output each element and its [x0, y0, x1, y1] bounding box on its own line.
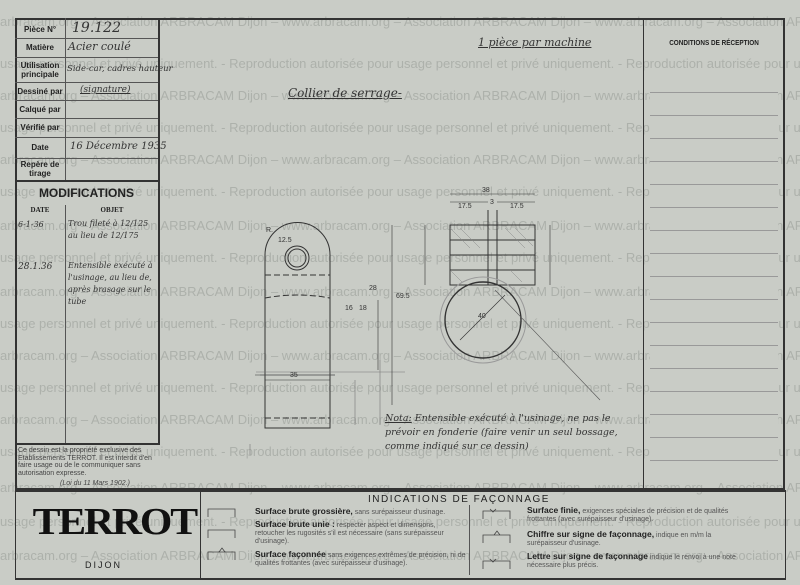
mod-objet: Trou fileté à 12/125 au lieu de 12/175: [68, 219, 149, 240]
label-utilisation: Utilisation principale: [20, 60, 60, 79]
conditions-lines: [650, 70, 778, 480]
finish-symbol-icons: [482, 508, 511, 569]
value-piece-no: 19.122: [72, 20, 121, 36]
drawing-frame: [15, 18, 785, 490]
side-view-outline: [264, 222, 331, 429]
dim-half-right: 17.5: [510, 203, 524, 210]
value-date: 16 Décembre 1935: [70, 141, 167, 152]
technical-drawing: 35 R. 12.5 16 18 28 69.5 38 17.5 17.5 3 …: [249, 187, 601, 455]
brand-city: DIJON: [85, 560, 122, 570]
label-matiere: Matière: [25, 43, 54, 52]
conditions-title: CONDITIONS DE RÉCEPTION: [669, 38, 759, 47]
indication-item: Surface brute grossière, sans surépaisse…: [255, 506, 446, 516]
col-objet: OBJET: [100, 206, 124, 214]
label-piece-no: Pièce N°: [23, 24, 57, 34]
part-title: Collier de serrage-: [288, 86, 402, 100]
terrot-logo: TERROT: [32, 501, 199, 543]
legal-notice: Ce dessin est la propriété exclusive des…: [18, 447, 152, 477]
label-calque: Calqué par: [19, 104, 61, 114]
drawing-note: Nota: Entensible exécuté à l'usinage, ne…: [385, 413, 618, 452]
label-date: Date: [31, 143, 49, 152]
label-repere: Repère de tirage: [20, 160, 60, 178]
indications-title: INDICATIONS DE FAÇONNAGE: [368, 494, 550, 505]
value-utilisation: Side-car, cadres hauteur: [67, 64, 173, 74]
legal-law: (Loi du 11 Mars 1902.): [60, 480, 130, 487]
dim-half-left: 17.5: [458, 203, 472, 210]
dim-slot: 3: [490, 199, 494, 206]
label-dessine: Dessiné par: [17, 86, 63, 96]
col-date: DATE: [30, 206, 50, 214]
dim-diameter: 40: [478, 313, 486, 320]
label-verifie: Vérifié par: [20, 123, 60, 132]
quantity-note: 1 pièce par machine: [478, 36, 592, 49]
surface-symbol-icons: [207, 508, 236, 560]
dim-h1: 16: [345, 305, 353, 312]
indication-item: Surface brute unie : respecter aspect et…: [255, 519, 444, 545]
mod-objet: Entensible exécuté à l'usinage, au lieu …: [68, 261, 153, 306]
dim-bore: 12.5: [278, 237, 292, 244]
value-matiere: Acier coulé: [68, 40, 131, 53]
dim-radius: R.: [266, 227, 273, 234]
dim-top-width: 38: [482, 187, 490, 194]
signature: (signature): [80, 85, 131, 95]
indication-item: Lettre sur signe de façonnage indique le…: [527, 551, 736, 569]
dim-h3: 28: [369, 285, 377, 292]
dim-total: 69.5: [396, 293, 410, 300]
dim-h2: 18: [359, 305, 367, 312]
indication-item: Chiffre sur signe de façonnage, indique …: [527, 529, 712, 547]
modifications-title: MODIFICATIONS: [38, 186, 135, 200]
dim-width: 35: [290, 372, 298, 379]
front-view-collar: [449, 224, 536, 286]
indication-item: Surface façonnée sans exigences extrêmes…: [255, 549, 466, 567]
mod-date: 28.1.36: [18, 262, 53, 272]
mod-date: 6-1-36: [18, 220, 44, 229]
indication-item: Surface finie, exigences spéciales de pr…: [527, 505, 729, 523]
